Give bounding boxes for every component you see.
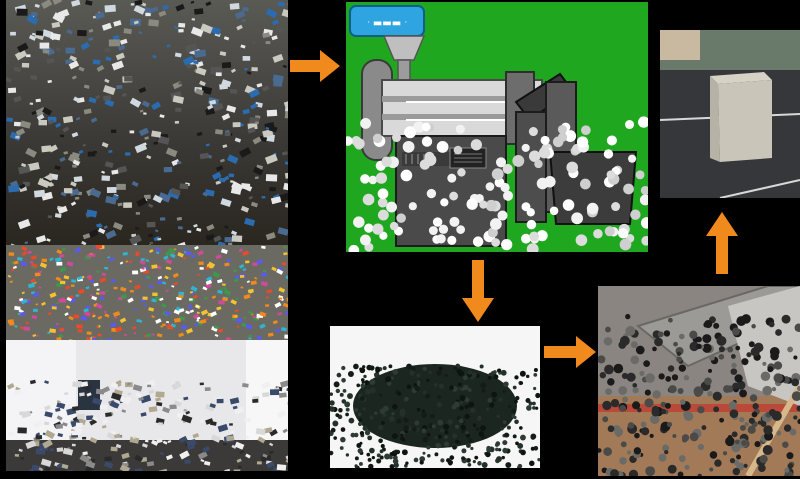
- arrow-right-2: [544, 336, 596, 368]
- arrow-up-1: [706, 212, 738, 274]
- shredded-plastic-icon: [6, 245, 288, 340]
- concrete-block-icon: [660, 30, 800, 198]
- arrow-down-1: [462, 260, 494, 322]
- arrow-right-1: [290, 50, 340, 82]
- sorted-plastic-photo: [6, 245, 288, 340]
- waste-heap-indoor-icon: [6, 340, 288, 471]
- extruder-machine-panel: ᐧ ▬▬▬ ᐧ: [346, 2, 648, 252]
- concrete-block-photo: [660, 30, 800, 198]
- arrow-down-icon: [462, 260, 494, 322]
- extruder-machine-icon: ᐧ ▬▬▬ ᐧ: [346, 5, 648, 252]
- machine-logo-text: ᐧ ▬▬▬ ᐧ: [367, 18, 407, 29]
- concrete-pour-icon: [598, 286, 800, 476]
- arrow-right-icon: [544, 336, 596, 368]
- arrow-up-icon: [706, 212, 738, 274]
- black-pellets-icon: [330, 326, 540, 468]
- black-pellets-photo: [330, 326, 540, 468]
- indoor-waste-photo: [6, 340, 288, 471]
- plastic-waste-pile-icon: [6, 0, 288, 245]
- concrete-pour-photo: [598, 286, 800, 476]
- landfill-photo: [6, 0, 288, 245]
- arrow-right-icon: [290, 50, 340, 82]
